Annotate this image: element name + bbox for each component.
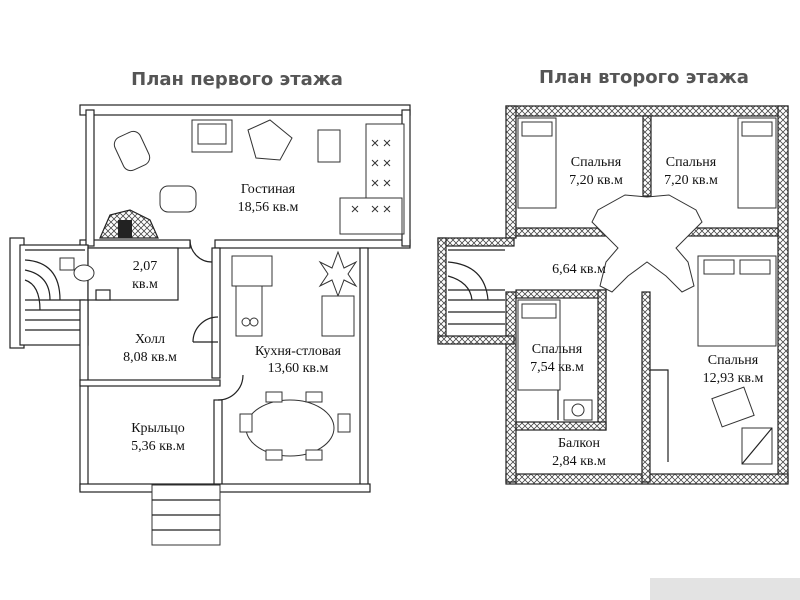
porch-area: 5,36 кв.м (131, 439, 185, 454)
corridor-area: 6,64 кв.м (552, 262, 606, 277)
bedroom-3-name: Спальня (532, 342, 583, 357)
kitchen-name: Кухня-стловая (255, 344, 341, 359)
hall-name: Холл (135, 332, 165, 347)
first-floor-title: План первого этажа (131, 69, 343, 90)
bedroom-1-name: Спальня (571, 155, 622, 170)
bedroom-3-area: 7,54 кв.м (530, 360, 584, 375)
second-floor-labels: Спальня 7,20 кв.м Спальня 7,20 кв.м 6,64… (530, 155, 763, 469)
bedroom-2-area: 7,20 кв.м (664, 173, 718, 188)
first-floor-labels: Гостиная 18,56 кв.м 2,07 кв.м Холл 8,08 … (123, 182, 341, 454)
living-room-area: 18,56 кв.м (238, 200, 299, 215)
kitchen-area: 13,60 кв.м (268, 361, 329, 376)
porch-name: Крыльцо (131, 421, 185, 436)
hall-area: 8,08 кв.м (123, 350, 177, 365)
living-room-name: Гостиная (241, 182, 296, 197)
first-floor-plan (9, 104, 411, 546)
corner-shade (650, 578, 800, 600)
balcony-name: Балкон (558, 436, 600, 451)
wc-area-unit: кв.м (132, 277, 158, 292)
second-floor-title: План второго этажа (539, 67, 749, 88)
bedroom-4-name: Спальня (708, 353, 759, 368)
bedroom-2-name: Спальня (666, 155, 717, 170)
bedroom-1-area: 7,20 кв.м (569, 173, 623, 188)
balcony-area: 2,84 кв.м (552, 454, 606, 469)
second-floor-plan (437, 105, 789, 485)
wc-area-value: 2,07 (133, 259, 158, 274)
bedroom-4-area: 12,93 кв.м (703, 371, 764, 386)
